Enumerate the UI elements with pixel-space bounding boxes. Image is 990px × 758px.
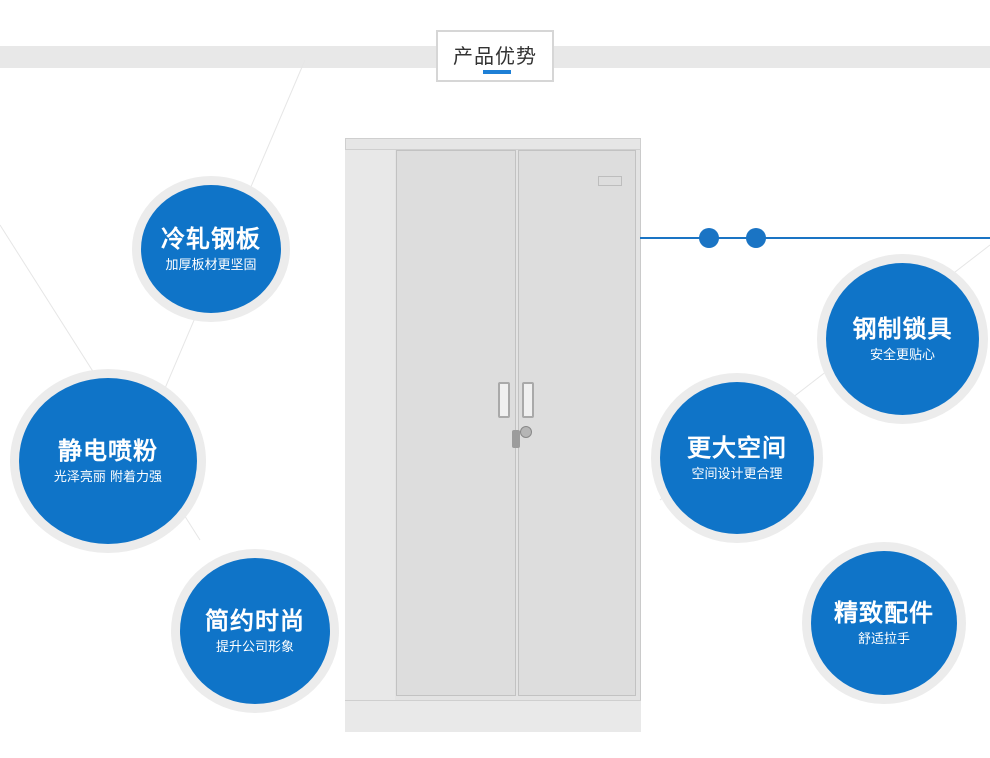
feature-circle-accessories: 精致配件 舒适拉手: [811, 551, 957, 695]
cabinet-base: [345, 700, 641, 732]
section-title: 产品优势: [453, 44, 537, 68]
door-handle-left: [498, 382, 510, 418]
connector-line: [640, 237, 990, 239]
feature-title: 精致配件: [834, 599, 934, 628]
feature-circle-steel-lock: 钢制锁具 安全更贴心: [826, 263, 979, 415]
feature-title: 静电喷粉: [58, 437, 158, 466]
section-title-box: 产品优势: [436, 30, 554, 82]
cabinet-door-left: [396, 150, 516, 696]
feature-title: 冷轧钢板: [161, 225, 261, 254]
feature-circle-space: 更大空间 空间设计更合理: [660, 382, 814, 534]
cabinet-door-right: [518, 150, 636, 696]
lock-icon: [520, 426, 532, 438]
key-icon: [512, 430, 520, 448]
door-handle-right: [522, 382, 534, 418]
cabinet-vent: [598, 176, 622, 186]
feature-circle-powder-coating: 静电喷粉 光泽亮丽 附着力强: [19, 378, 197, 544]
feature-title: 更大空间: [687, 434, 787, 463]
title-underline: [483, 70, 511, 74]
feature-subtitle: 光泽亮丽 附着力强: [53, 470, 163, 486]
feature-circle-cold-rolled: 冷轧钢板 加厚板材更坚固: [141, 185, 281, 313]
feature-title: 钢制锁具: [852, 315, 953, 344]
feature-subtitle: 舒适拉手: [857, 632, 910, 648]
cabinet-top: [345, 138, 641, 150]
cabinet-side: [345, 146, 395, 700]
feature-subtitle: 空间设计更合理: [691, 467, 783, 483]
feature-subtitle: 提升公司形象: [215, 640, 294, 656]
feature-title: 简约时尚: [205, 607, 305, 636]
connector-dot: [699, 228, 719, 248]
connector-dot: [746, 228, 766, 248]
feature-subtitle: 加厚板材更坚固: [165, 258, 257, 274]
feature-circle-fashion: 简约时尚 提升公司形象: [180, 558, 330, 704]
feature-subtitle: 安全更贴心: [869, 348, 935, 364]
